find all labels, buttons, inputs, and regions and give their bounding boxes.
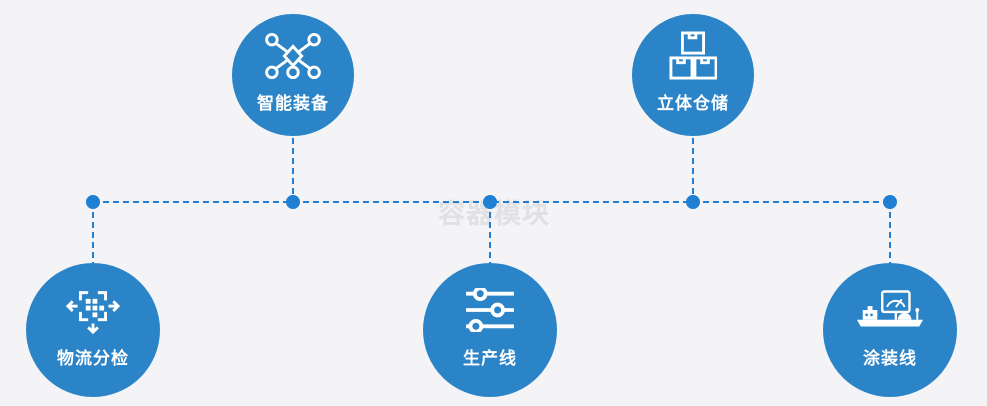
node-label: 涂装线 — [863, 349, 917, 368]
node-label: 智能装备 — [257, 94, 329, 113]
network-nodes-icon — [264, 31, 322, 81]
machine-monitor-icon — [853, 284, 927, 336]
node-painting-line[interactable]: 涂装线 — [823, 263, 957, 397]
node-label: 物流分检 — [57, 349, 129, 368]
sliders-icon — [465, 284, 515, 336]
watermark-text: 容器模块 — [438, 199, 550, 229]
node-stereo-warehouse[interactable]: 立体仓储 — [632, 14, 754, 136]
node-production-line[interactable]: 生产线 — [423, 263, 557, 397]
node-label: 生产线 — [463, 349, 517, 368]
node-intelligent-equipment[interactable]: 智能装备 — [232, 14, 354, 136]
node-label: 立体仓储 — [657, 94, 729, 113]
stacked-boxes-icon — [669, 31, 717, 81]
node-logistics-sorting[interactable]: 物流分检 — [26, 263, 160, 397]
sorting-arrows-icon — [65, 284, 121, 336]
